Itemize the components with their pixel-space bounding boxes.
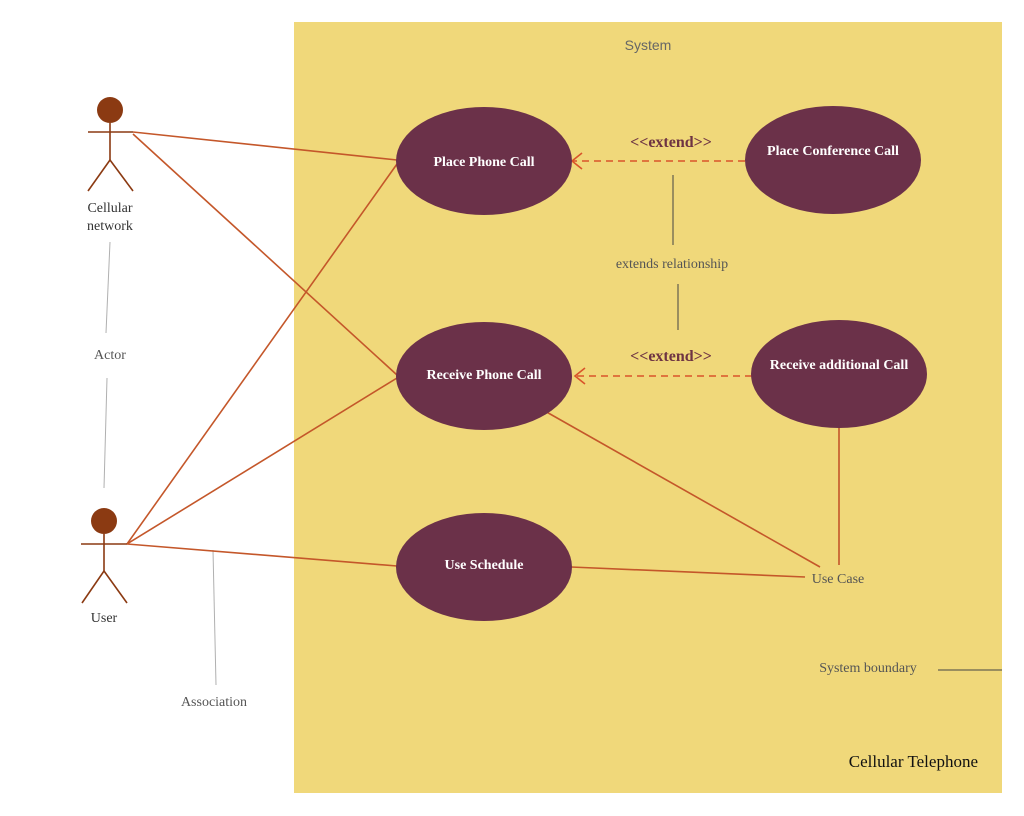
association-user-receive-call [126, 377, 398, 545]
actor-network-label-line1: Cellular [87, 201, 132, 216]
use-case-place-call[interactable]: Place Phone Call [396, 107, 572, 215]
actor-user[interactable] [81, 508, 128, 604]
use-case-place-call-label: Place Phone Call [433, 155, 534, 170]
use-case-conference-call-label: Place Conference Call [767, 144, 899, 159]
use-case-use-schedule-label: Use Schedule [445, 558, 524, 573]
annotation-extends-relationship: extends relationship [616, 257, 728, 272]
use-case-additional-call-label: Receive additional Call [770, 358, 909, 373]
use-case-receive-call[interactable]: Receive Phone Call [396, 322, 572, 430]
association-network-receive-call [132, 133, 398, 376]
actor-user-head [91, 508, 117, 534]
actor-cellular-network[interactable] [87, 97, 134, 192]
annotation-line-actor-bottom [103, 377, 108, 489]
extend-stereotype-bottom: <<extend>> [630, 348, 712, 365]
actor-network-head [97, 97, 123, 123]
use-case-receive-call-label: Receive Phone Call [426, 368, 541, 383]
use-case-additional-call[interactable]: Receive additional Call [751, 320, 927, 428]
use-case-conference-call[interactable]: Place Conference Call [745, 106, 921, 214]
extend-arrowhead-additional [573, 367, 586, 385]
association-network-place-call [132, 131, 398, 161]
annotation-line-association [212, 549, 217, 686]
use-case-use-schedule[interactable]: Use Schedule [396, 513, 572, 621]
association-lines [126, 131, 840, 578]
actor-network-label-line2: network [87, 219, 133, 234]
annotation-line-actor-top [105, 241, 111, 334]
usecase-note-from-receive [542, 409, 821, 568]
actor-user-label: User [91, 611, 118, 626]
extend-stereotype-top: <<extend>> [630, 134, 712, 151]
annotation-use-case: Use Case [812, 572, 865, 587]
annotation-actor: Actor [94, 348, 126, 363]
annotation-system-boundary: System boundary [819, 661, 917, 676]
association-user-place-call [126, 163, 398, 545]
association-user-schedule [126, 543, 398, 567]
usecase-note-from-schedule [570, 566, 806, 578]
system-title: System [625, 37, 672, 53]
system-name: Cellular Telephone [849, 752, 978, 771]
annotation-association: Association [181, 695, 247, 710]
